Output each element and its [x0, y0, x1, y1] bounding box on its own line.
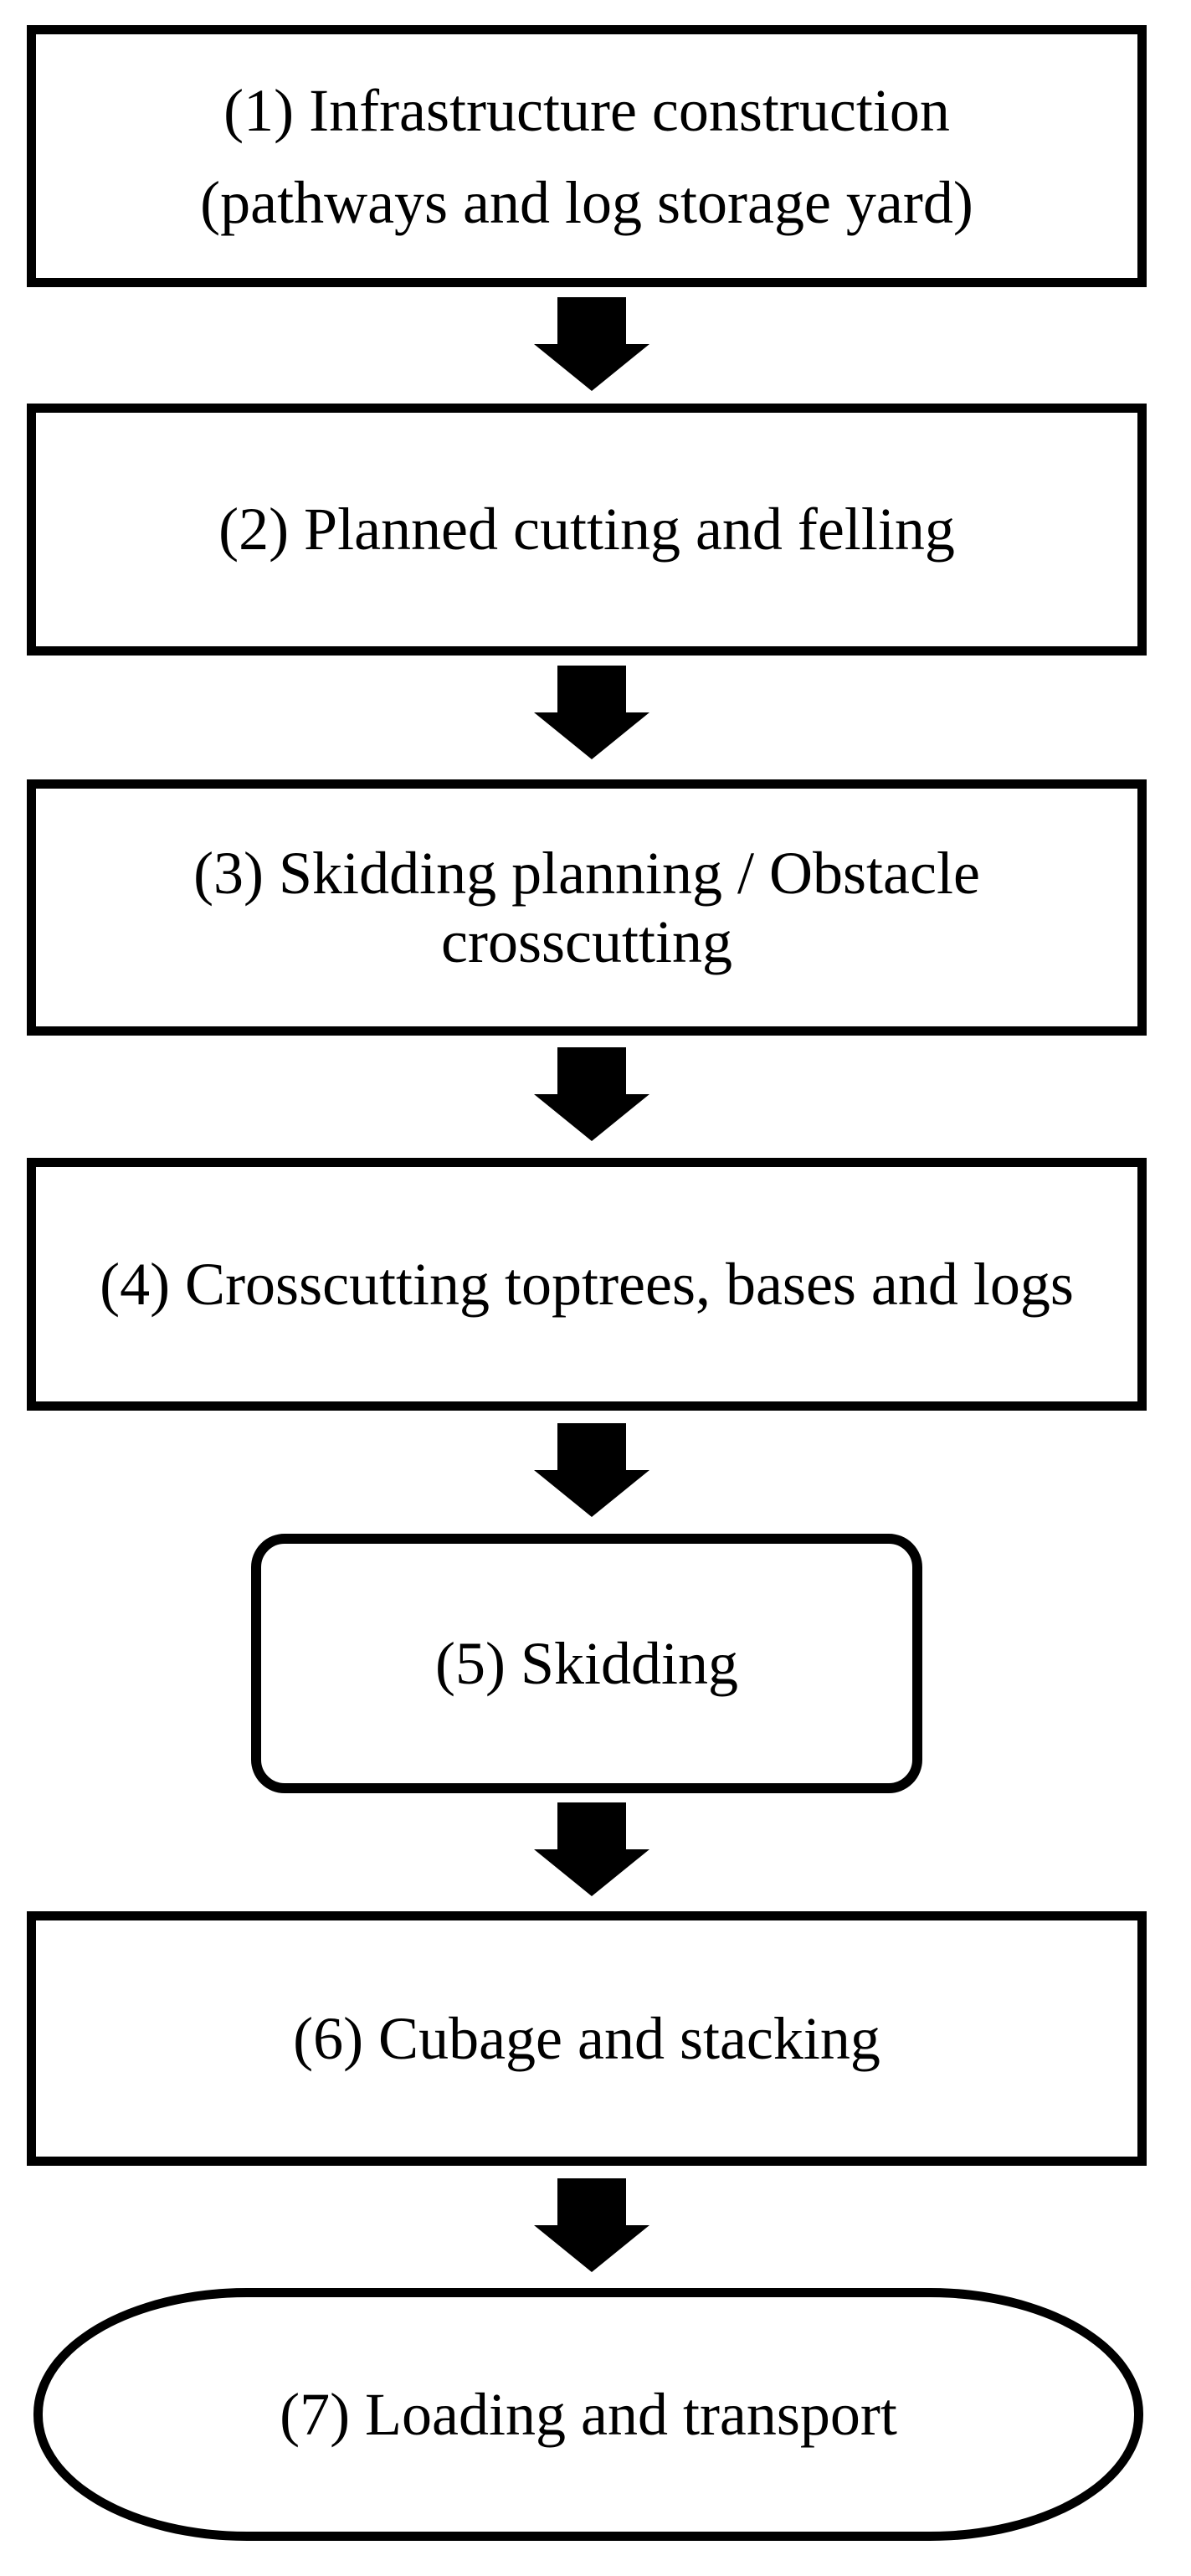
step-3-label-line-2: crosscutting — [441, 908, 732, 975]
step-3-label-line-1: (3) Skidding planning / Obstacle — [193, 840, 980, 907]
step-4-crosscutting-toptrees-bases-logs: (4) Crosscutting toptrees, bases and log… — [27, 1158, 1147, 1411]
flow-arrow-6 — [534, 2178, 649, 2272]
down-arrow-shaft-icon — [557, 2178, 626, 2225]
down-arrow-shaft-icon — [557, 1802, 626, 1849]
down-arrow-head-icon — [534, 1094, 649, 1141]
down-arrow-shaft-icon — [557, 666, 626, 712]
step-5-skidding: (5) Skidding — [251, 1534, 922, 1793]
flow-arrow-5 — [534, 1802, 649, 1896]
down-arrow-shaft-icon — [557, 297, 626, 344]
down-arrow-head-icon — [534, 344, 649, 391]
down-arrow-head-icon — [534, 1470, 649, 1517]
down-arrow-shaft-icon — [557, 1423, 626, 1470]
step-1-label-line-2: (pathways and log storage yard) — [200, 168, 973, 236]
down-arrow-head-icon — [534, 712, 649, 759]
step-3-skidding-planning-obstacle-crosscutting: (3) Skidding planning / Obstacle crosscu… — [27, 779, 1147, 1036]
flow-arrow-3 — [534, 1047, 649, 1141]
step-7-loading-and-transport: (7) Loading and transport — [33, 2288, 1143, 2541]
step-7-label: (7) Loading and transport — [280, 2380, 897, 2448]
down-arrow-head-icon — [534, 2225, 649, 2272]
down-arrow-head-icon — [534, 1849, 649, 1896]
flow-arrow-1 — [534, 297, 649, 391]
step-1-infrastructure-construction: (1) Infrastructure construction (pathway… — [27, 25, 1147, 287]
flow-arrow-4 — [534, 1423, 649, 1517]
step-4-label: (4) Crosscutting toptrees, bases and log… — [100, 1250, 1074, 1318]
step-6-label: (6) Cubage and stacking — [293, 2004, 880, 2072]
down-arrow-shaft-icon — [557, 1047, 626, 1094]
step-5-label: (5) Skidding — [434, 1629, 738, 1697]
step-6-cubage-and-stacking: (6) Cubage and stacking — [27, 1911, 1147, 2166]
step-2-label: (2) Planned cutting and felling — [218, 496, 955, 563]
step-2-planned-cutting-felling: (2) Planned cutting and felling — [27, 404, 1147, 656]
step-1-label-line-1: (1) Infrastructure construction — [223, 76, 950, 144]
flow-arrow-2 — [534, 666, 649, 759]
